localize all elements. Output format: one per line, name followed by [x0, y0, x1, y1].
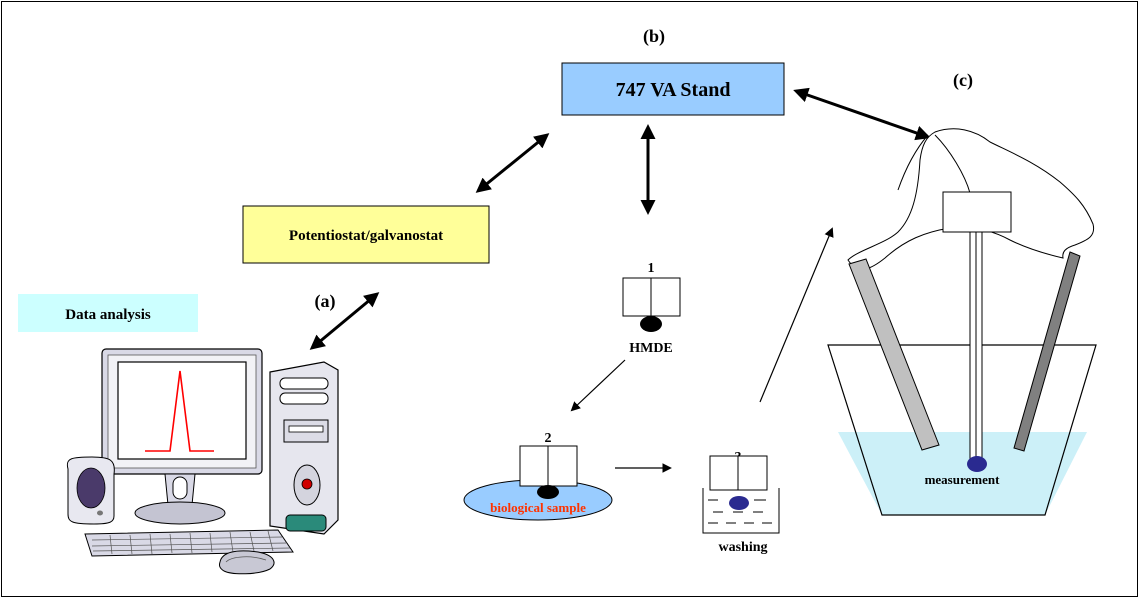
va-stand-box: [561, 62, 785, 116]
arrow-washing-measurement: [759, 227, 834, 403]
data-analysis-box: [18, 294, 198, 332]
arrow-vastand-cell: [793, 87, 931, 141]
step2-sample-icon: 2 biological sample: [463, 431, 613, 521]
step1-label: HMDE: [629, 341, 673, 356]
peak-signal-trace: [145, 370, 214, 452]
panel-a-label: (a): [315, 291, 336, 312]
computer-icon: [101, 348, 263, 525]
data-analysis-label: Data analysis: [65, 307, 151, 323]
potentiostat-label: Potentiostat/galvanostat: [289, 228, 443, 244]
panel-c-label: (c): [953, 70, 973, 91]
measurement-label: measurement: [925, 472, 1001, 487]
step3-label: washing: [718, 540, 767, 555]
arrow-hmde-sample: [570, 359, 626, 412]
step2-label: biological sample: [490, 500, 586, 515]
speaker-icon: [66, 456, 115, 525]
arrow-potentiostat-vastand: [475, 133, 550, 193]
step2-number: 2: [545, 431, 552, 446]
mouse-icon: [219, 550, 275, 575]
keyboard-icon: [84, 529, 294, 557]
step1-electrode-icon: 1 HMDE: [622, 261, 681, 356]
potentiostat-box: [242, 205, 490, 264]
step1-number: 1: [648, 261, 655, 276]
arrow-computer-potentiostat: [309, 292, 380, 350]
cpu-tower-icon: [269, 361, 339, 535]
va-stand-label: 747 VA Stand: [616, 79, 731, 101]
panel-b-label: (b): [643, 26, 665, 47]
step3-washing-icon: 3 washing: [702, 450, 780, 555]
measurement-cell-beaker-icon: measurement: [827, 128, 1097, 516]
